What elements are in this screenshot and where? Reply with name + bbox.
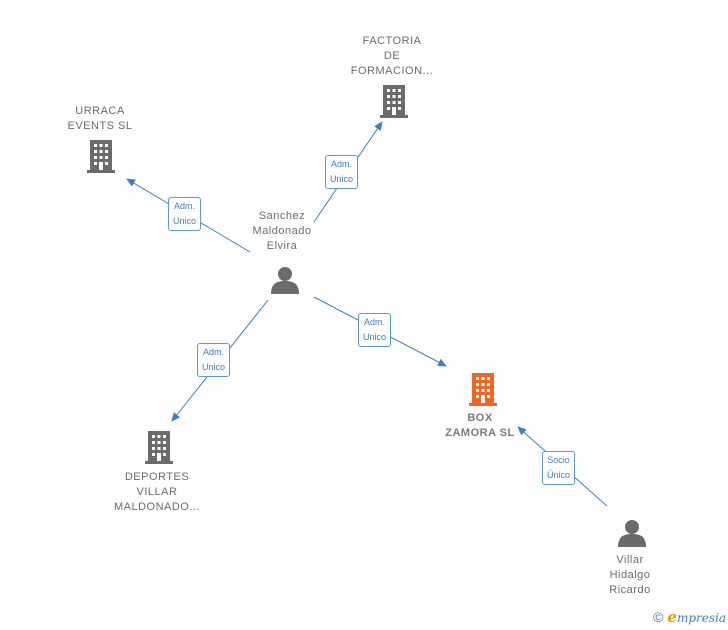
- edge-label-villar-box: Socio Único: [542, 451, 576, 485]
- node-label-urraca[interactable]: URRACA EVENTS SL: [67, 105, 133, 132]
- building-icon[interactable]: [87, 140, 115, 173]
- building-icon[interactable]: [145, 431, 173, 464]
- brand-footer: © empresia: [653, 608, 726, 626]
- edge-label-deportes: Adm. Unico: [197, 343, 231, 377]
- person-icon[interactable]: [618, 520, 646, 547]
- building-icon[interactable]: [380, 85, 408, 118]
- edge-label-box: Adm. Unico: [358, 313, 392, 347]
- edge-label-urraca: Adm. Unico: [168, 197, 202, 231]
- copyright-icon: ©: [653, 609, 664, 625]
- node-label-box[interactable]: BOX ZAMORA SL: [445, 412, 515, 439]
- node-label-person-main[interactable]: Sanchez Maldonado Elvira: [252, 210, 312, 252]
- edge-label-factoria: Adm. Unico: [325, 155, 359, 189]
- brand-logo: empresia: [667, 608, 726, 626]
- building-icon[interactable]: [469, 373, 497, 406]
- node-label-villar[interactable]: Villar Hidalgo Ricardo: [609, 554, 651, 596]
- person-icon[interactable]: [271, 267, 299, 294]
- node-label-factoria[interactable]: FACTORIA DE FORMACION...: [350, 35, 434, 77]
- node-label-deportes[interactable]: DEPORTES VILLAR MALDONADO...: [113, 471, 201, 513]
